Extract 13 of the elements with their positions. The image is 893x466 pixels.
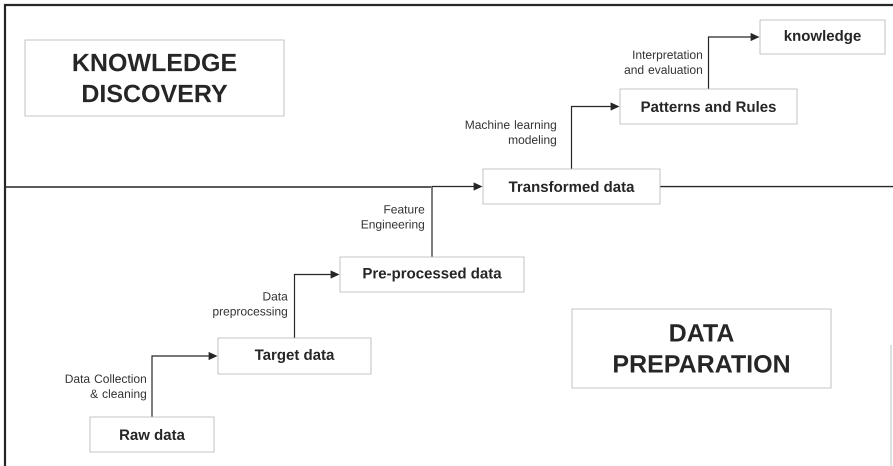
process-box: Transformed data	[482, 168, 660, 204]
edge-label: Data Collection & cleaning	[66, 374, 146, 400]
section-title-box: DATA PREPARATION	[572, 308, 832, 388]
edge-label: Interpretation and evaluation	[624, 50, 702, 74]
edge-label: Machine learning modeling	[466, 120, 556, 146]
edge-label: Feature Engineering	[362, 205, 424, 231]
process-box: Patterns and Rules	[620, 88, 798, 124]
process-box: knowledge	[760, 20, 886, 54]
section-title-box: KNOWLEDGE DISCOVERY	[24, 40, 284, 116]
process-box: Raw data	[90, 416, 214, 452]
process-box: Pre-processed data	[340, 256, 524, 292]
process-box: Target data	[218, 338, 372, 374]
edge-label: Data preprocessing	[213, 292, 288, 318]
